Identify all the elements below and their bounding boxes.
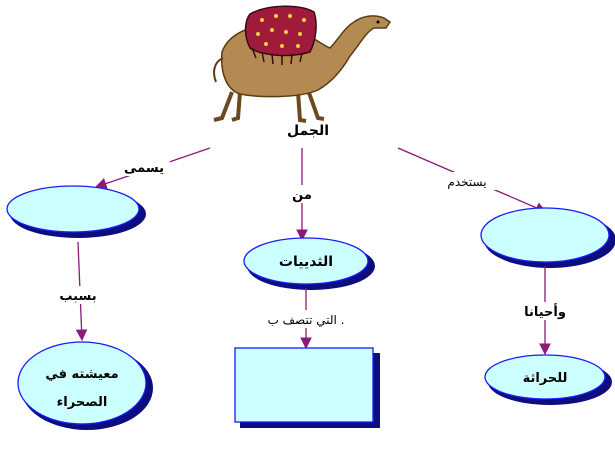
- node-center-top: الثدييات: [243, 237, 375, 290]
- node-center-top-label: الثدييات: [279, 254, 333, 270]
- node-left-top: [6, 185, 146, 238]
- edge-label-right: يستخدم: [447, 175, 486, 189]
- root-label: الجمل: [287, 123, 329, 139]
- node-center-bottom: [234, 347, 380, 428]
- node-right-bottom: للحراثة: [484, 354, 612, 405]
- node-left-bottom: معيشته في الصحراء: [17, 341, 153, 430]
- edge-label-left-down: بسبب: [59, 289, 96, 304]
- node-right-top: [480, 207, 615, 268]
- node-right-bottom-label: للحراثة: [523, 371, 568, 386]
- edge-label-right-down: وأحيانا: [524, 303, 566, 320]
- node-left-bottom-line2: الصحراء: [57, 395, 108, 410]
- edge-label-center-down: التي تتصف ب .: [268, 313, 345, 327]
- camel-icon: [213, 5, 392, 123]
- edge-label-left: يسمى: [124, 161, 164, 176]
- node-left-bottom-line1: معيشته في: [45, 367, 118, 382]
- edge-label-center: من: [292, 188, 312, 203]
